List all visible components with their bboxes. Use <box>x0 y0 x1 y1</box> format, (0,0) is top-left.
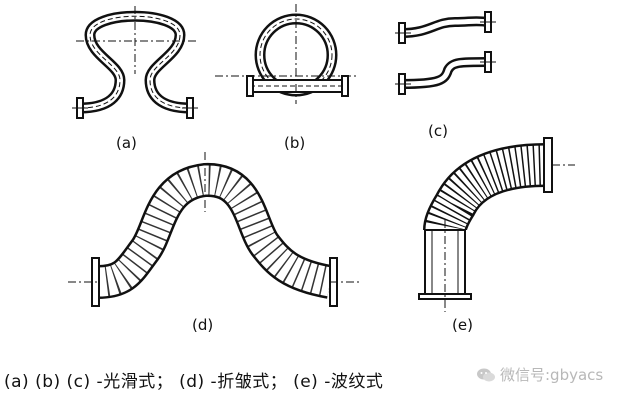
wechat-icon <box>477 368 495 382</box>
figure-caption: (a) (b) (c) -光滑式； (d) -折皱式； (e) -波纹式 <box>4 372 384 392</box>
watermark: 微信号:gbyacs <box>476 364 603 385</box>
label-d: (d) <box>192 316 213 334</box>
label-a: (a) <box>116 134 137 152</box>
figure-c-offset-bends <box>395 11 496 95</box>
label-b: (b) <box>284 134 305 152</box>
figure-d-wrinkled-bend <box>68 152 362 307</box>
watermark-text: 微信号:gbyacs <box>500 366 604 384</box>
label-e: (e) <box>452 316 473 334</box>
figure-e-corrugated-elbow <box>418 137 575 312</box>
label-c: (c) <box>428 122 448 140</box>
figure-a-omega-bend <box>72 6 198 119</box>
figure-b-loop-bend <box>215 4 358 104</box>
